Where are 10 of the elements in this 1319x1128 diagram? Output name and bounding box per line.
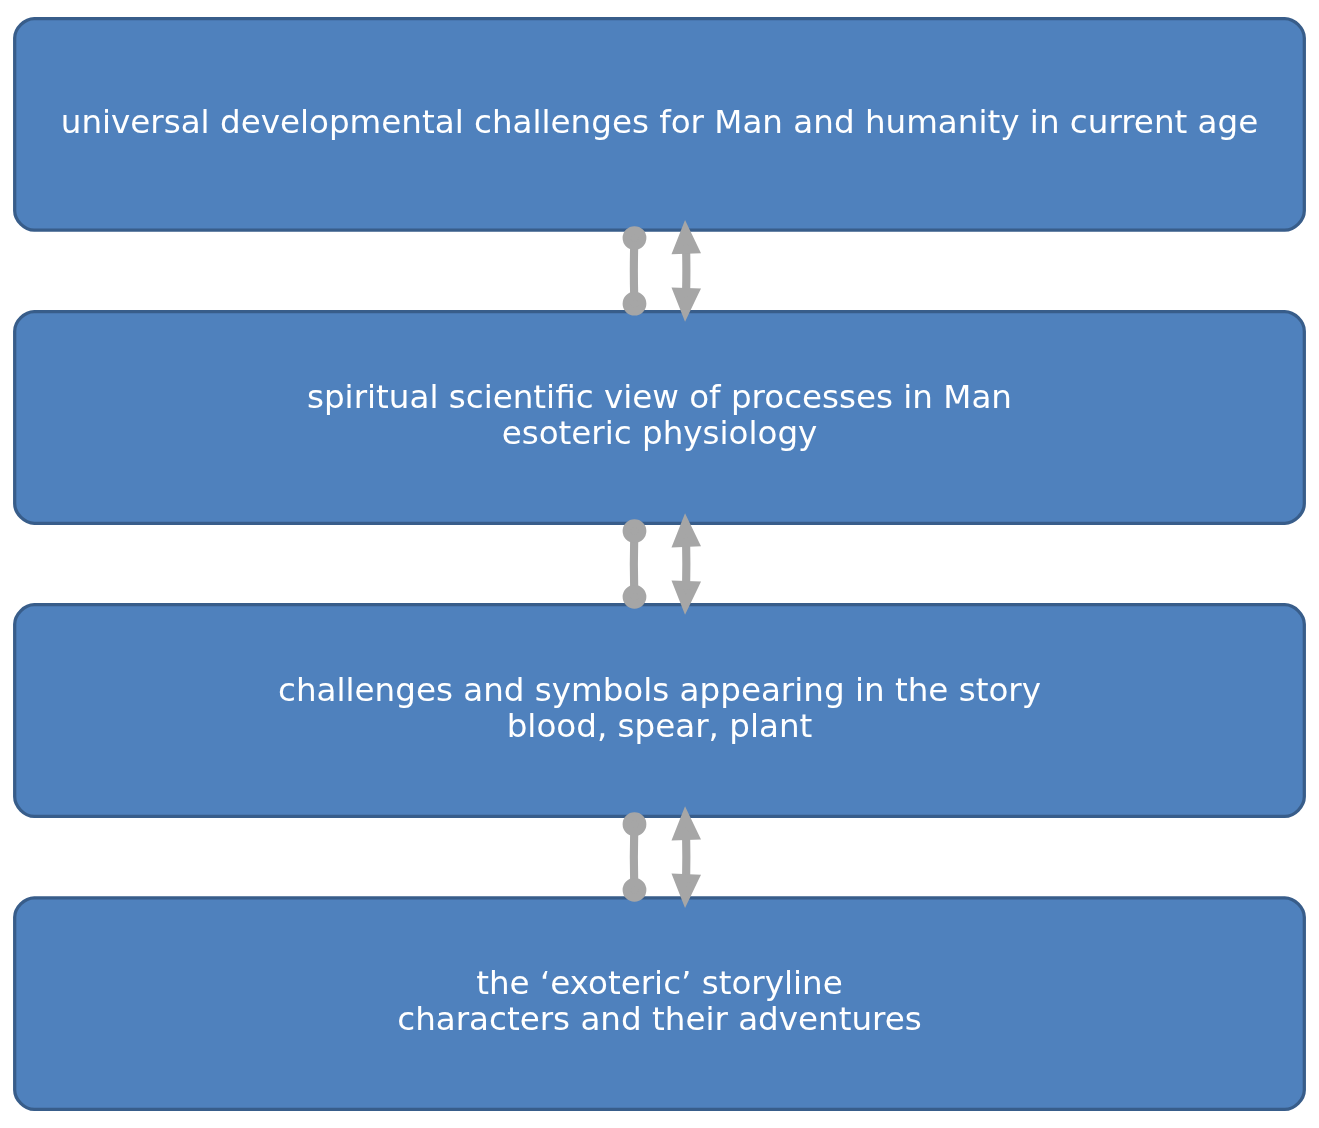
node-box: universal developmental challenges for Man and humanity in current age [13,16,1306,232]
node-box: the ‘exoteric’ storyline characters and their adventures [13,896,1306,1112]
node-box: spiritual scientific view of processes in Man esoteric physiology [13,310,1306,525]
connector [622,812,647,902]
arrow [671,220,702,322]
arrow [671,513,702,615]
connector [622,519,647,609]
arrow [671,806,702,908]
connector [622,226,647,316]
node-box: challenges and symbols appearing in the story blood, spear, plant [13,603,1306,818]
